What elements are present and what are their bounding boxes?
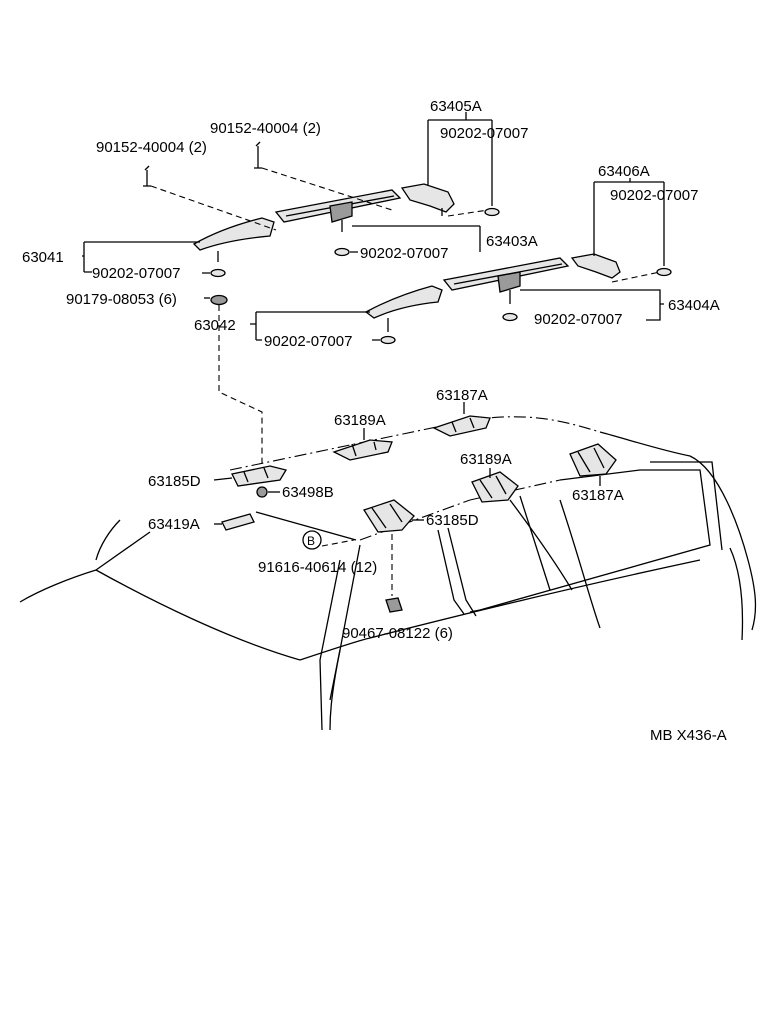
vehicle-body xyxy=(19,416,757,731)
clip-63498B xyxy=(256,486,268,498)
roof-base-63185D-left xyxy=(231,465,288,487)
label-90202-e: 90202-07007 xyxy=(264,333,352,350)
rail-rear-cover-63405A xyxy=(400,183,455,213)
rail-center-bracket-lower xyxy=(497,271,521,293)
seal-63419A xyxy=(221,513,255,531)
rail-center-bracket xyxy=(329,201,353,223)
label-90202-b: 90202-07007 xyxy=(610,187,698,204)
label-63041: 63041 xyxy=(22,249,64,266)
label-63185D-mid: 63185D xyxy=(426,512,479,529)
washer-90202-d xyxy=(334,247,350,257)
washer-90202-f xyxy=(502,312,518,322)
label-B-marker: B xyxy=(307,534,315,548)
label-63419A: 63419A xyxy=(148,516,200,533)
roof-base-63189A-right xyxy=(471,471,519,503)
diagram-reference-code: MB X436-A xyxy=(650,727,727,744)
label-90152-right: 90152-40004 (2) xyxy=(210,120,321,137)
label-63185D-left: 63185D xyxy=(148,473,201,490)
label-63042: 63042 xyxy=(194,317,236,334)
part-labels: 90152-40004 (2) 90152-40004 (2) 63405A 9… xyxy=(22,98,727,744)
washer-90202-b xyxy=(656,267,672,277)
clip-90467 xyxy=(385,597,403,613)
washer-90202-a xyxy=(484,207,500,217)
screw-90152-right xyxy=(254,141,262,169)
label-90202-c: 90202-07007 xyxy=(92,265,180,282)
label-90202-f: 90202-07007 xyxy=(534,311,622,328)
label-90202-a: 90202-07007 xyxy=(440,125,528,142)
label-63405A: 63405A xyxy=(430,98,482,115)
marker-B-circle xyxy=(302,530,322,550)
label-63189A-top: 63189A xyxy=(334,412,386,429)
label-63404A: 63404A xyxy=(668,297,720,314)
roof-base-63187A-top xyxy=(432,415,491,437)
roof-base-63185D-mid xyxy=(363,499,415,533)
label-90467: 90467-08122 (6) xyxy=(342,625,453,642)
label-63189A-right: 63189A xyxy=(460,451,512,468)
leader-lines xyxy=(82,112,665,341)
label-90202-d: 90202-07007 xyxy=(360,245,448,262)
nut-90179 xyxy=(210,294,228,306)
label-63406A: 63406A xyxy=(598,163,650,180)
rail-front-cover-63042 xyxy=(364,285,443,319)
roof-mounting-parts xyxy=(213,402,617,613)
rail-rear-cover-63406A xyxy=(570,253,621,279)
roof-base-63187A-right xyxy=(569,443,617,477)
label-91616: 91616-40614 (12) xyxy=(258,559,377,576)
label-63187A-right: 63187A xyxy=(572,487,624,504)
label-90152-left: 90152-40004 (2) xyxy=(96,139,207,156)
washer-90202-c xyxy=(210,268,226,278)
lower-roof-rail-assembly xyxy=(210,253,672,470)
screw-90152-left xyxy=(143,165,151,187)
label-90179: 90179-08053 (6) xyxy=(66,291,177,308)
washer-90202-e xyxy=(380,335,396,345)
label-63187A-top: 63187A xyxy=(436,387,488,404)
rail-front-cover-63041 xyxy=(192,217,275,251)
roof-base-63189A-top xyxy=(332,439,393,461)
label-63498B: 63498B xyxy=(282,484,334,501)
label-63403A: 63403A xyxy=(486,233,538,250)
